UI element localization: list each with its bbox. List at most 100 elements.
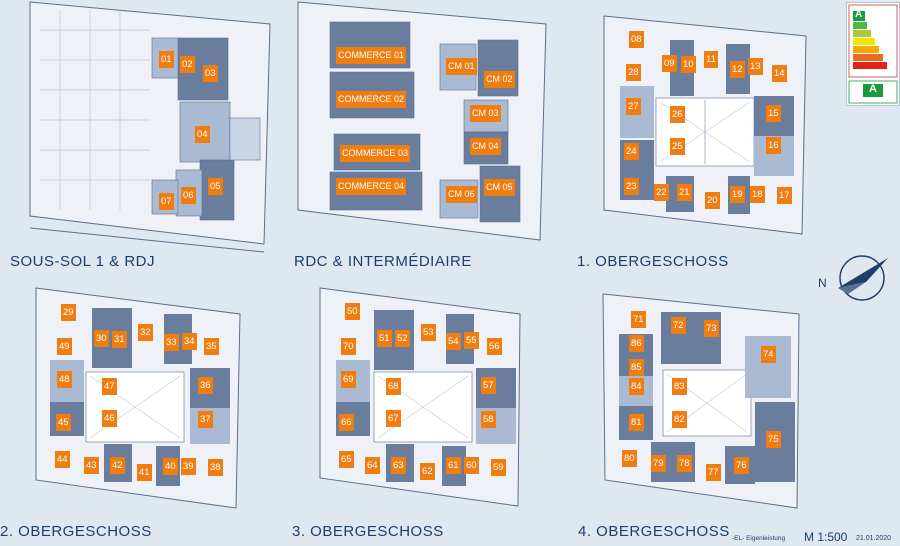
footer-note: -EL- Eigenleistung: [732, 535, 786, 542]
floor-caption: 1. OBERGESCHOSS: [577, 253, 729, 270]
unit-label: 75: [766, 431, 781, 448]
unit-label: 04: [195, 126, 210, 143]
unit-label: 08: [629, 31, 644, 48]
unit-label: 18: [750, 186, 765, 203]
unit-label: 44: [55, 451, 70, 468]
unit-label: 64: [365, 457, 380, 474]
floor-caption: 2. OBERGESCHOSS: [0, 523, 152, 540]
unit-label: 56: [487, 338, 502, 355]
unit-label: 23: [624, 178, 639, 195]
unit-label: 45: [56, 414, 71, 431]
unit-label: 54: [446, 333, 461, 350]
unit-label: 35: [204, 338, 219, 355]
unit-label: 13: [748, 58, 763, 75]
unit-label: 51: [377, 330, 392, 347]
unit-label: 63: [391, 457, 406, 474]
unit-label: 38: [208, 459, 223, 476]
unit-label: 55: [464, 332, 479, 349]
unit-label: 66: [339, 414, 354, 431]
unit-label: 76: [734, 457, 749, 474]
unit-label: 25: [670, 138, 685, 155]
footer-date: 21.01.2020: [856, 535, 892, 542]
unit-label: 42: [110, 457, 125, 474]
unit-label: 68: [386, 378, 401, 395]
compass: N: [818, 248, 890, 304]
unit-label: 32: [138, 324, 153, 341]
unit-label: 58: [481, 411, 496, 428]
unit-label: 83: [672, 378, 687, 395]
unit-label: 19: [730, 186, 745, 203]
plan-og4-drawing: [602, 293, 800, 509]
unit-label: 17: [777, 187, 792, 204]
unit-label: 22: [654, 184, 669, 201]
unit-label: 02: [180, 56, 195, 73]
unit-label: 43: [84, 457, 99, 474]
unit-label: CM 02: [484, 71, 515, 88]
unit-label: 16: [766, 137, 781, 154]
unit-label: 27: [626, 98, 641, 115]
unit-label: 85: [629, 359, 644, 376]
unit-label: 48: [57, 371, 72, 388]
unit-label: COMMERCE 03: [340, 145, 411, 162]
unit-label: 49: [57, 338, 72, 355]
plan-og4: 71 72 73 74 75 76 77 78 79 80 81 82 83 8…: [565, 280, 815, 546]
unit-label: 52: [395, 330, 410, 347]
unit-label: 41: [137, 464, 152, 481]
unit-label: 24: [624, 143, 639, 160]
unit-label: 50: [345, 303, 360, 320]
unit-label: 33: [164, 334, 179, 351]
unit-label: 59: [491, 459, 506, 476]
unit-label: 28: [626, 64, 641, 81]
unit-label: 31: [112, 331, 127, 348]
plan-og2: 29 30 31 32 33 34 35 36 37 38 39 40 41 4…: [0, 280, 290, 546]
unit-label: 15: [766, 105, 781, 122]
unit-label: 62: [420, 463, 435, 480]
unit-label: 80: [622, 450, 637, 467]
unit-label: 73: [704, 320, 719, 337]
energy-label-drawing: [848, 4, 898, 104]
unit-label: 65: [339, 451, 354, 468]
unit-label: 30: [94, 330, 109, 347]
unit-label: 05: [208, 178, 223, 195]
unit-label: 53: [421, 324, 436, 341]
unit-label: 70: [341, 338, 356, 355]
floor-caption: RDC & INTERMÉDIAIRE: [294, 253, 472, 270]
unit-label: 79: [651, 455, 666, 472]
unit-label: 34: [182, 333, 197, 350]
plan-og2-drawing: [35, 287, 241, 509]
plan-og1-drawing: [603, 15, 807, 235]
unit-label: 03: [203, 65, 218, 82]
unit-label: 67: [386, 410, 401, 427]
compass-north-letter: N: [818, 276, 827, 290]
unit-label: CM 05: [484, 179, 515, 196]
unit-label: 06: [181, 187, 196, 204]
footer-scale: M 1:500: [804, 530, 848, 544]
plan-sous-sol: 01 02 03 04 05 06 07 SOUS-SOL 1 & RDJ: [0, 0, 290, 280]
plan-og3-drawing: [319, 287, 521, 507]
unit-label: 39: [181, 458, 196, 475]
unit-label: 69: [341, 371, 356, 388]
plan-sous-sol-drawing: [29, 1, 271, 253]
floor-caption: 3. OBERGESCHOSS: [292, 523, 444, 540]
energy-class-primary: A: [855, 9, 863, 20]
plan-og3: 50 51 52 53 54 55 56 57 58 59 60 61 62 6…: [290, 280, 565, 546]
unit-label: CM 04: [470, 138, 501, 155]
unit-label: 12: [730, 61, 745, 78]
unit-label: 07: [159, 193, 174, 210]
unit-label: 09: [662, 55, 677, 72]
unit-label: 77: [706, 464, 721, 481]
unit-label: 84: [629, 378, 644, 395]
plan-rdc: COMMERCE 01 COMMERCE 02 COMMERCE 03 COMM…: [290, 0, 560, 280]
unit-label: 72: [671, 317, 686, 334]
unit-label: COMMERCE 01: [336, 47, 407, 64]
unit-label: 74: [761, 346, 776, 363]
unit-label: 81: [629, 414, 644, 431]
floor-caption: SOUS-SOL 1 & RDJ: [10, 253, 155, 270]
floor-caption: 4. OBERGESCHOSS: [578, 523, 730, 540]
unit-label: CM 03: [470, 105, 501, 122]
unit-label: 78: [677, 455, 692, 472]
unit-label: 29: [61, 304, 76, 321]
unit-label: 11: [704, 51, 718, 68]
compass-icon: [838, 255, 888, 301]
unit-label: 21: [677, 184, 692, 201]
